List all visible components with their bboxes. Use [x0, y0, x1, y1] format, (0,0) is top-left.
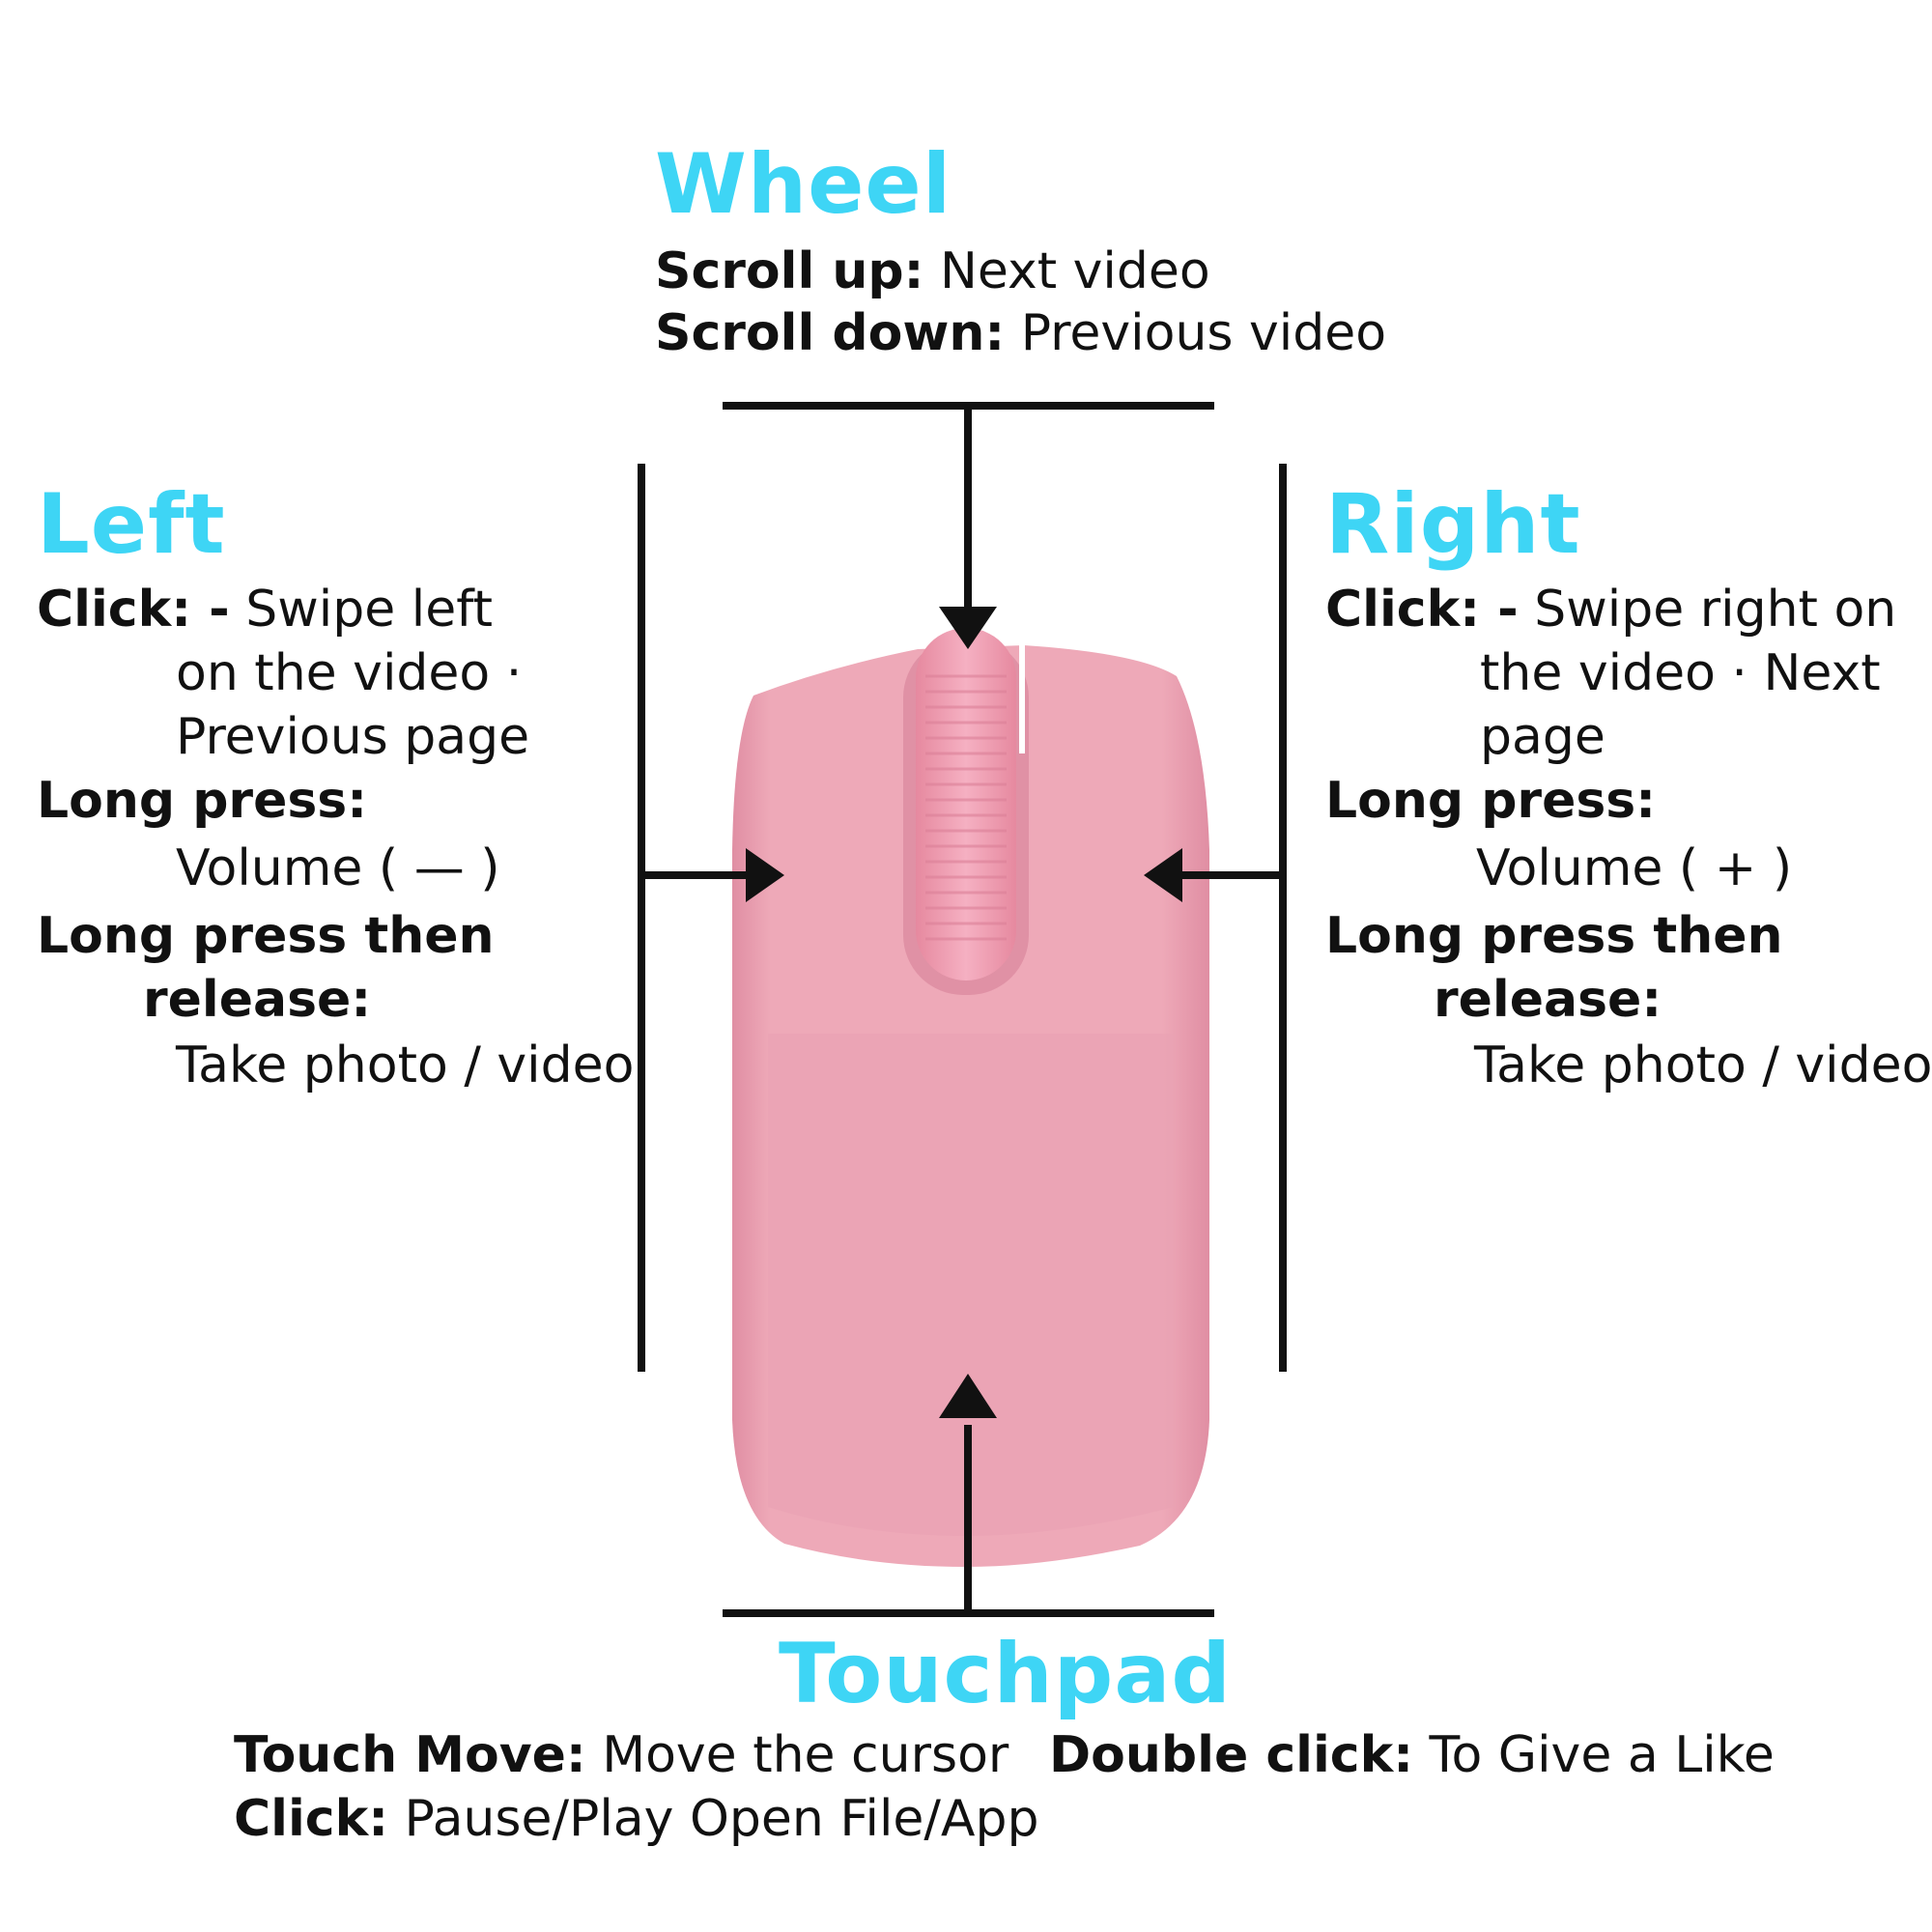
- scroll-down-value: Previous video: [1020, 304, 1387, 362]
- touchpad-surface[interactable]: [768, 1034, 1174, 1536]
- right-long-press-label: Long press:: [1325, 772, 1657, 830]
- wheel-arrow-icon: [939, 607, 997, 649]
- wheel-heading: Wheel: [655, 136, 952, 233]
- left-click-value-1: Swipe left: [245, 581, 493, 639]
- left-arrow-icon: [746, 848, 784, 902]
- right-click-value-1: Swipe right on: [1534, 581, 1897, 639]
- left-click-value-3: Previous page: [176, 708, 530, 766]
- wheel-ridges: [925, 674, 1007, 941]
- left-click-line1: Click: - Swipe left: [37, 578, 493, 641]
- touchpad-double-click: Double click: To Give a Like: [1049, 1723, 1775, 1787]
- left-click-value-2: on the video ·: [176, 644, 523, 702]
- scroll-up-label: Scroll up:: [655, 242, 924, 300]
- right-click-label: Click: -: [1325, 581, 1519, 639]
- left-long-release-label-2: release:: [143, 971, 372, 1029]
- touchpad-arrow-icon: [939, 1374, 997, 1418]
- scroll-wheel[interactable]: [916, 628, 1016, 980]
- right-long-press-value: Volume ( + ): [1476, 839, 1793, 897]
- touchpad-click-label: Click:: [234, 1790, 389, 1848]
- touch-move-value: Move the cursor: [602, 1726, 1009, 1784]
- right-click-value-2: the video · Next: [1480, 644, 1881, 702]
- left-long-release-label-1: Long press then: [37, 907, 495, 965]
- touchpad-click-value: Pause/Play Open File/App: [404, 1790, 1039, 1848]
- right-long-release-label-1: Long press then: [1325, 907, 1783, 965]
- left-heading: Left: [37, 476, 226, 573]
- scroll-down-label: Scroll down:: [655, 304, 1006, 362]
- wheel-scroll-up: Scroll up: Next video: [655, 240, 1210, 303]
- right-arrow-icon: [1144, 848, 1182, 902]
- right-click-line1: Click: - Swipe right on: [1325, 578, 1896, 641]
- right-heading: Right: [1325, 476, 1581, 573]
- touchpad-touch-move: Touch Move: Move the cursor: [234, 1723, 1009, 1787]
- left-long-release-value: Take photo / video: [176, 1037, 635, 1094]
- touch-move-label: Touch Move:: [234, 1726, 586, 1784]
- scroll-up-value: Next video: [939, 242, 1210, 300]
- left-long-press-label: Long press:: [37, 772, 368, 830]
- double-click-value: To Give a Like: [1429, 1726, 1775, 1784]
- wheel-scroll-down: Scroll down: Previous video: [655, 301, 1386, 365]
- double-click-label: Double click:: [1049, 1726, 1413, 1784]
- touchpad-click: Click: Pause/Play Open File/App: [234, 1787, 1039, 1851]
- right-click-value-3: page: [1480, 708, 1605, 766]
- right-long-release-value: Take photo / video: [1474, 1037, 1932, 1094]
- right-long-release-label-2: release:: [1434, 971, 1662, 1029]
- left-long-press-value: Volume ( — ): [176, 839, 500, 897]
- touchpad-heading: Touchpad: [779, 1626, 1232, 1722]
- left-click-label: Click: -: [37, 581, 230, 639]
